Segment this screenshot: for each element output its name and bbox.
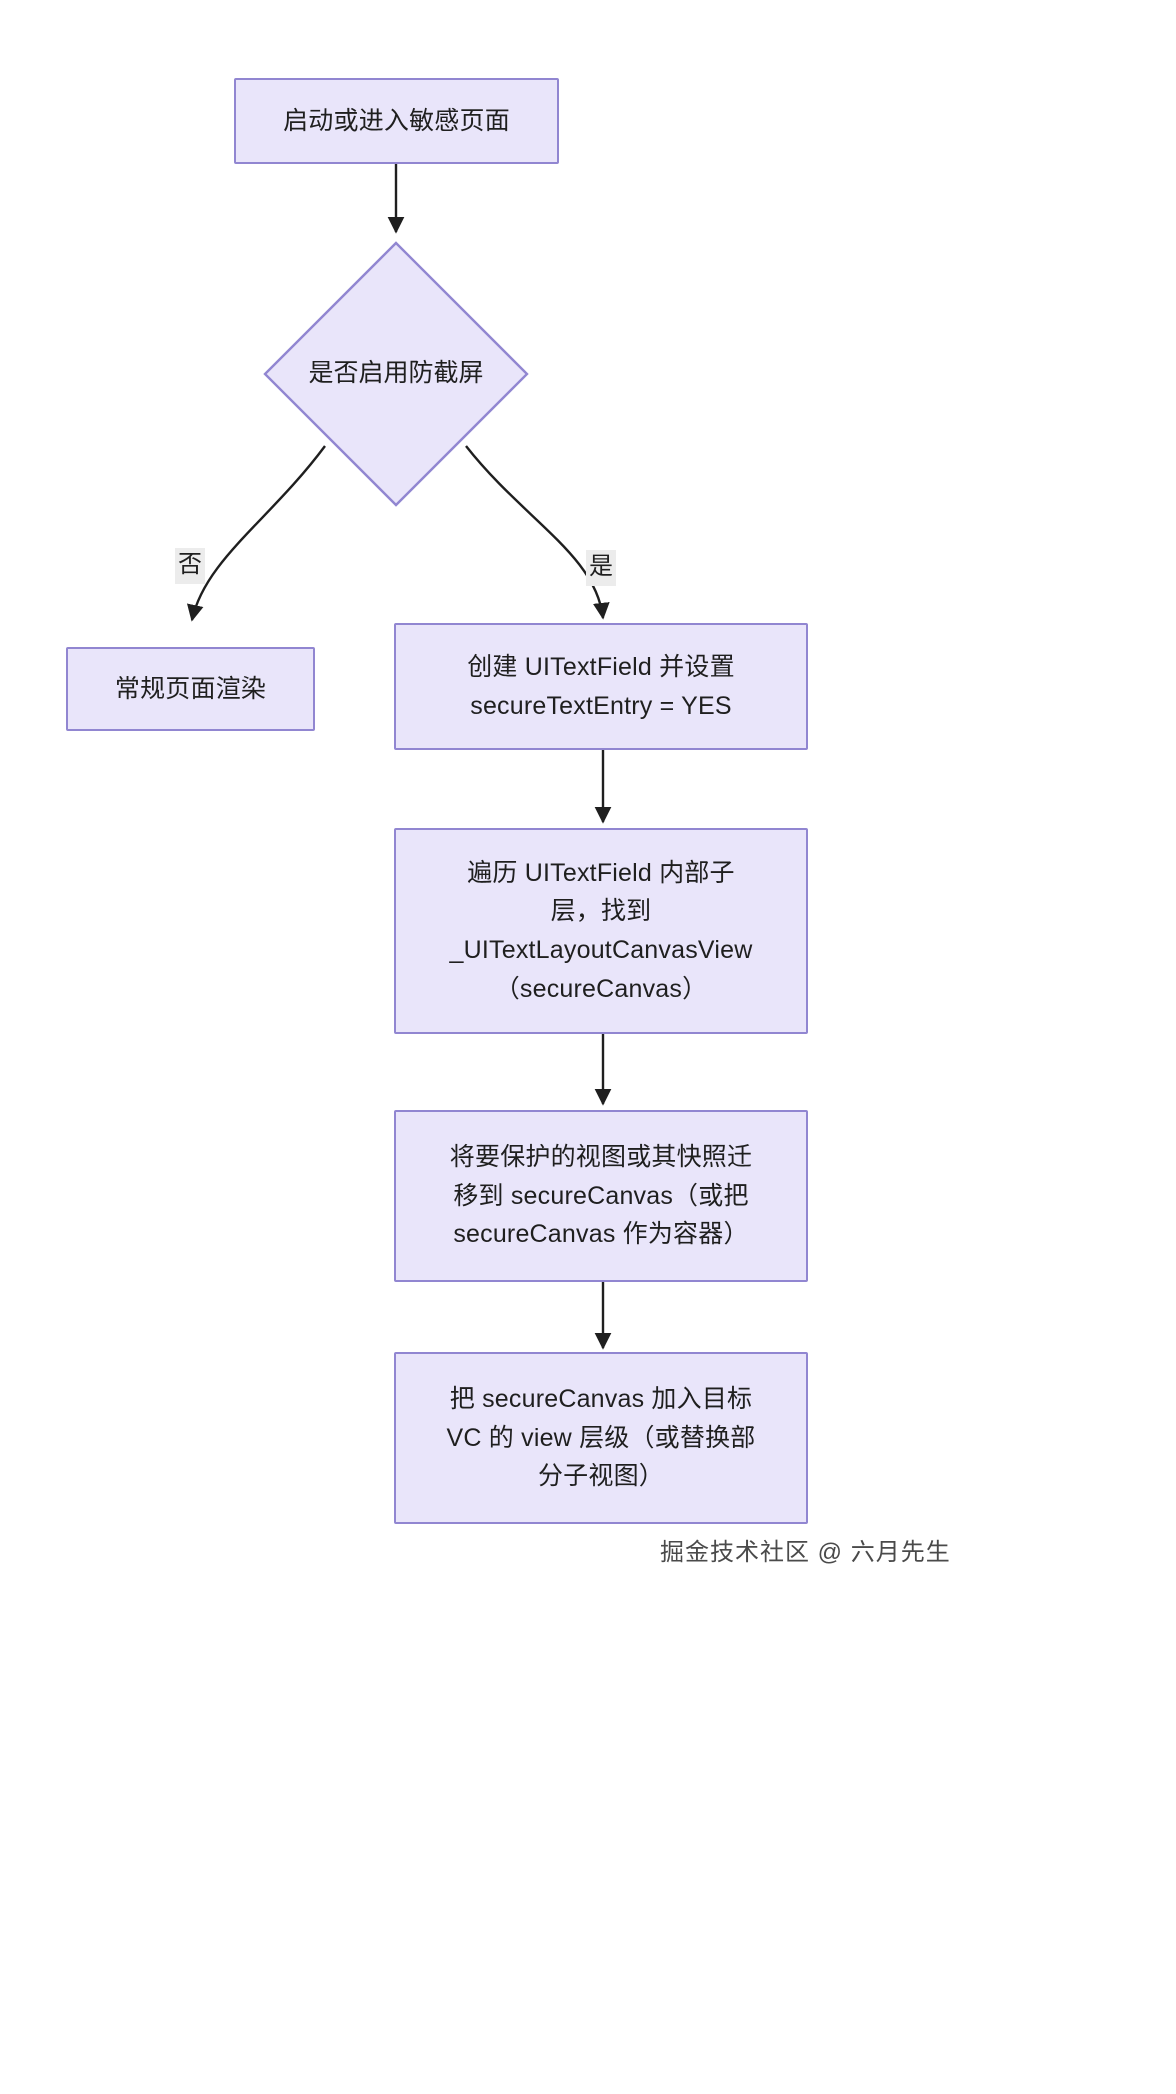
node-start[interactable]: 启动或进入敏感页面 (234, 78, 559, 164)
watermark-text: 掘金技术社区 @ 六月先生 (660, 1539, 951, 1566)
node-create-textfield[interactable]: 创建 UITextField 并设置 secureTextEntry = YES (394, 623, 808, 750)
diamond-shape (263, 241, 529, 507)
node-normal-render[interactable]: 常规页面渲染 (66, 647, 315, 731)
node-create-textfield-label: 创建 UITextField 并设置 secureTextEntry = YES (467, 652, 735, 720)
node-migrate-views[interactable]: 将要保护的视图或其快照迁 移到 secureCanvas（或把 secureCa… (394, 1110, 808, 1282)
node-decision[interactable]: 是否启用防截屏 (262, 240, 530, 508)
edge-label-no: 否 (175, 548, 205, 584)
node-normal-render-label: 常规页面渲染 (114, 674, 267, 703)
node-start-label: 启动或进入敏感页面 (283, 106, 510, 135)
node-attach-to-vc-label: 把 secureCanvas 加入目标 VC 的 view 层级（或替换部 分子… (446, 1384, 756, 1491)
node-attach-to-vc[interactable]: 把 secureCanvas 加入目标 VC 的 view 层级（或替换部 分子… (394, 1352, 808, 1524)
node-migrate-views-label: 将要保护的视图或其快照迁 移到 secureCanvas（或把 secureCa… (449, 1142, 753, 1249)
node-decision-label: 是否启用防截屏 (308, 359, 484, 388)
node-traverse-subviews-label: 遍历 UITextField 内部子 层，找到 _UITextLayoutCan… (449, 858, 753, 1003)
edge-label-yes: 是 (586, 550, 616, 586)
node-traverse-subviews[interactable]: 遍历 UITextField 内部子 层，找到 _UITextLayoutCan… (394, 828, 808, 1034)
